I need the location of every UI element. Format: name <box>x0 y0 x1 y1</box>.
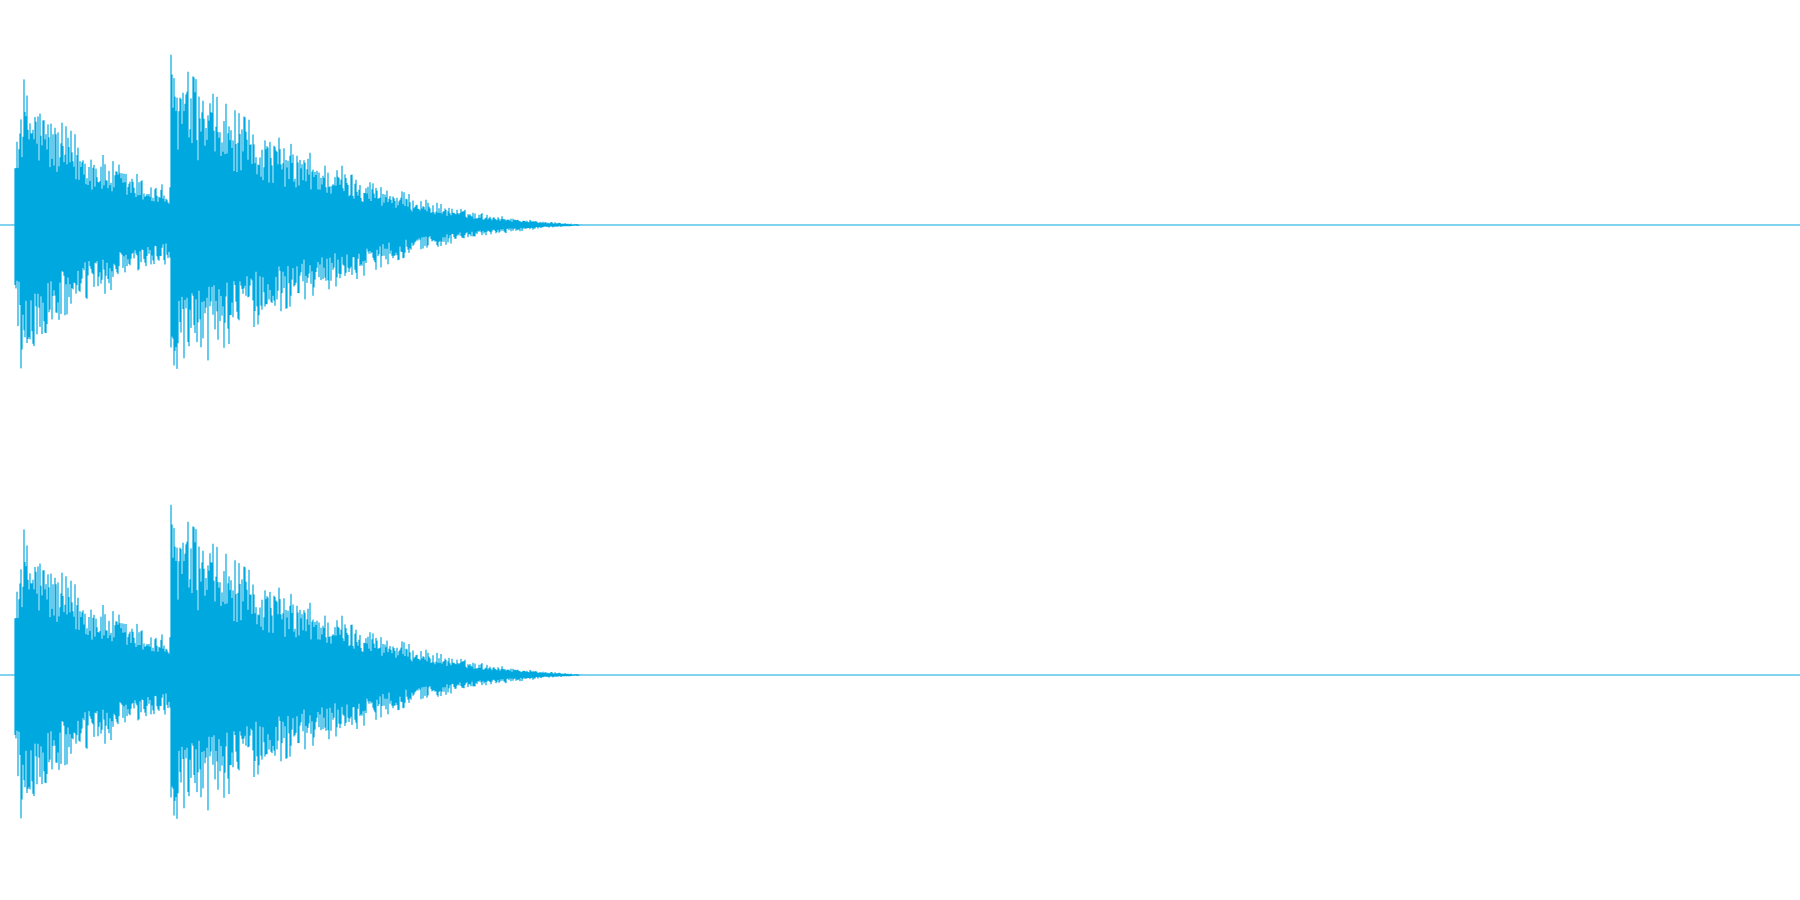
waveform-signal <box>14 504 582 819</box>
waveform-left-svg <box>0 54 1800 369</box>
waveform-channel-right <box>0 450 1800 900</box>
waveform-signal <box>14 54 582 369</box>
waveform-channel-left <box>0 54 1800 369</box>
waveform-right-svg <box>0 504 1800 819</box>
